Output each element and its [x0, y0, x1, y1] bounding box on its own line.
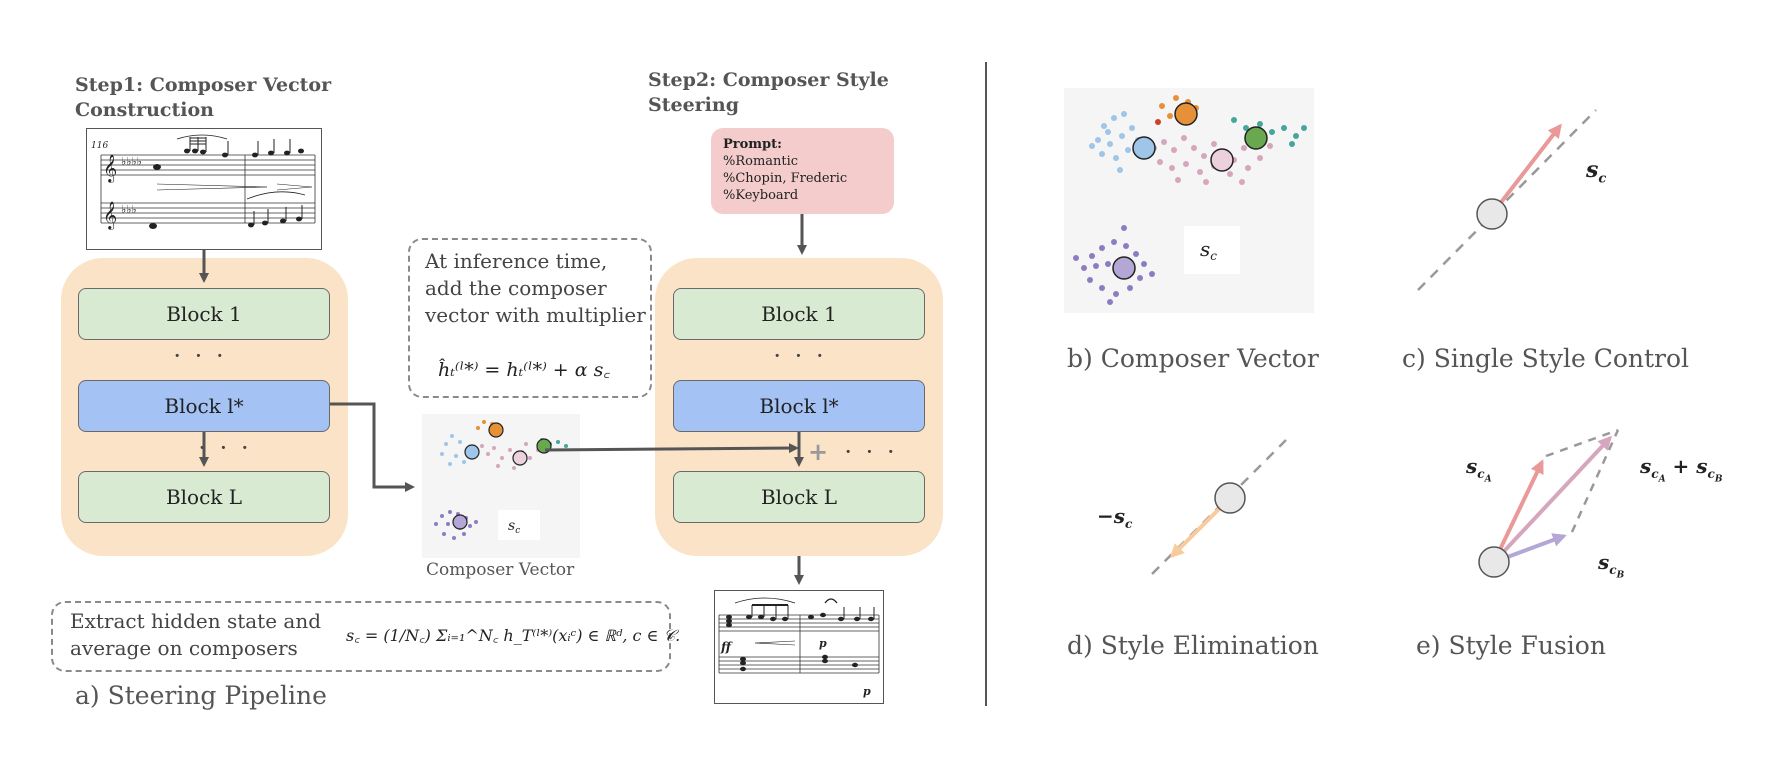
fusion-label-sum: scA + scB — [1640, 454, 1723, 485]
thumb-cluster-pink — [480, 442, 540, 470]
inference-note-line2: add the composer — [425, 276, 607, 300]
step1-title: Step1: Composer Vector Construction — [75, 73, 331, 123]
ellipsis-right-bottom: · · · — [844, 438, 898, 466]
thumb-centroid-orange — [488, 422, 504, 438]
thumb-centroid-green — [536, 438, 552, 454]
fusion-label-sum-s: s — [1640, 454, 1652, 478]
fusion-label-a: scA — [1466, 454, 1492, 485]
measure-number: 116 — [91, 141, 108, 151]
inference-formula: ĥₜ⁽ˡ*⁾ = hₜ⁽ˡ*⁾ + α s꜀ — [438, 359, 610, 381]
large-centroid-blue — [1132, 136, 1156, 160]
prompt-line-2: %Chopin, Frederic — [723, 171, 848, 186]
composer-vector-large-scatter: sc — [1073, 95, 1307, 305]
block-l-star-left: Block l* — [78, 380, 330, 432]
elimination-label: −sc — [1097, 504, 1133, 531]
style-fusion-diagram — [1478, 428, 1620, 578]
large-centroid-orange — [1174, 102, 1198, 126]
input-score-image: 116 𝄞 𝄞 ♭♭♭♭ ♭♭♭ — [86, 128, 322, 250]
fusion-label-a-s: s — [1466, 454, 1478, 478]
ellipsis-left-bottom: · · · — [198, 434, 252, 462]
inference-note-box — [408, 238, 652, 398]
step1-title-line2: Construction — [75, 99, 214, 121]
large-cluster-teal — [1231, 117, 1307, 147]
single-style-control-diagram — [1417, 109, 1597, 291]
prompt-box: Prompt: %Romantic %Chopin, Frederic %Key… — [711, 128, 894, 214]
block-1-right: Block 1 — [673, 288, 925, 340]
inference-note-line1: At inference time, — [425, 249, 608, 273]
extract-formula: s꜀ = (1/N꜀) Σᵢ₌₁^N꜀ h_T⁽ˡ*⁾(xᵢᶜ) ∈ ℝᵈ, c… — [346, 626, 681, 645]
block-L-left: Block L — [78, 471, 330, 523]
output-score-image: ff p p — [714, 590, 884, 704]
output-score-staves: ff p p — [718, 597, 880, 698]
block-L-right: Block L — [673, 471, 925, 523]
step2-title-line2: Steering — [648, 94, 740, 116]
thumb-centroid-pink — [512, 450, 528, 466]
dynamic-p-bottom: p — [863, 685, 871, 698]
ellipsis-left-top: · · · — [173, 342, 227, 370]
svg-text:𝄞: 𝄞 — [103, 154, 117, 183]
large-centroid-purple — [1112, 256, 1136, 280]
extract-note-line1: Extract hidden state and — [70, 609, 322, 633]
caption-a: a) Steering Pipeline — [75, 681, 327, 710]
thumb-centroid-purple — [452, 514, 468, 530]
large-label-bg — [1184, 226, 1240, 274]
step2-title-line1: Step2: Composer Style — [648, 69, 889, 91]
fusion-origin — [1478, 546, 1510, 578]
step1-title-line1: Step1: Composer Vector — [75, 74, 332, 96]
step2-title: Step2: Composer Style Steering — [648, 68, 889, 118]
prompt-line-1: %Romantic — [723, 154, 799, 169]
composer-vector-large: sc — [1064, 88, 1314, 313]
prompt-line-3: %Keyboard — [723, 188, 799, 203]
style-elimination-diagram — [1151, 439, 1287, 575]
caption-c: c) Single Style Control — [1402, 344, 1690, 373]
single-style-label-s: s — [1586, 157, 1599, 183]
dynamic-ff: ff — [720, 640, 733, 654]
dynamic-p: p — [819, 637, 827, 650]
fusion-vector-sum — [1492, 435, 1613, 564]
fusion-label-b-s: s — [1598, 550, 1610, 574]
caption-b: b) Composer Vector — [1067, 344, 1319, 373]
ellipsis-right-top: · · · — [773, 342, 827, 370]
svg-text:𝄞: 𝄞 — [103, 201, 117, 230]
svg-text:♭♭♭♭: ♭♭♭♭ — [121, 155, 142, 168]
elimination-label-s: −s — [1097, 504, 1126, 528]
fusion-label-b: scB — [1598, 550, 1625, 581]
composer-vector-thumb-scatter: sc — [434, 420, 568, 540]
single-style-label: sc — [1586, 157, 1607, 187]
svg-text:♭♭♭: ♭♭♭ — [121, 203, 137, 216]
inference-note-text: At inference time, add the composer vect… — [425, 248, 646, 329]
fusion-vector-a — [1492, 459, 1544, 563]
extract-note-line2: average on composers — [70, 636, 298, 660]
inference-note-line3: vector with multiplier — [425, 303, 646, 327]
composer-vector-thumb: sc — [422, 414, 580, 558]
thumb-label-bg — [498, 510, 540, 540]
prompt-heading: Prompt: — [723, 137, 782, 152]
extract-note-box — [51, 601, 671, 672]
caption-d: d) Style Elimination — [1067, 631, 1319, 660]
thumb-centroid-blue — [464, 444, 480, 460]
composer-vector-caption: Composer Vector — [426, 560, 575, 580]
extract-note-text: Extract hidden state and average on comp… — [70, 608, 321, 662]
block-1-left: Block 1 — [78, 288, 330, 340]
single-style-axis — [1417, 109, 1597, 291]
elimination-origin — [1214, 482, 1246, 514]
large-centroid-pink — [1210, 148, 1234, 172]
block-l-star-right: Block l* — [673, 380, 925, 432]
score-staves: 116 𝄞 𝄞 ♭♭♭♭ ♭♭♭ — [91, 134, 316, 230]
add-plus-icon: + — [808, 437, 829, 466]
single-style-vector — [1490, 123, 1562, 216]
caption-e: e) Style Fusion — [1416, 631, 1606, 660]
large-centroid-green — [1244, 126, 1268, 150]
large-cluster-blue — [1089, 111, 1141, 173]
single-style-origin — [1476, 198, 1508, 230]
fusion-dash-a-to-sum — [1545, 428, 1619, 458]
